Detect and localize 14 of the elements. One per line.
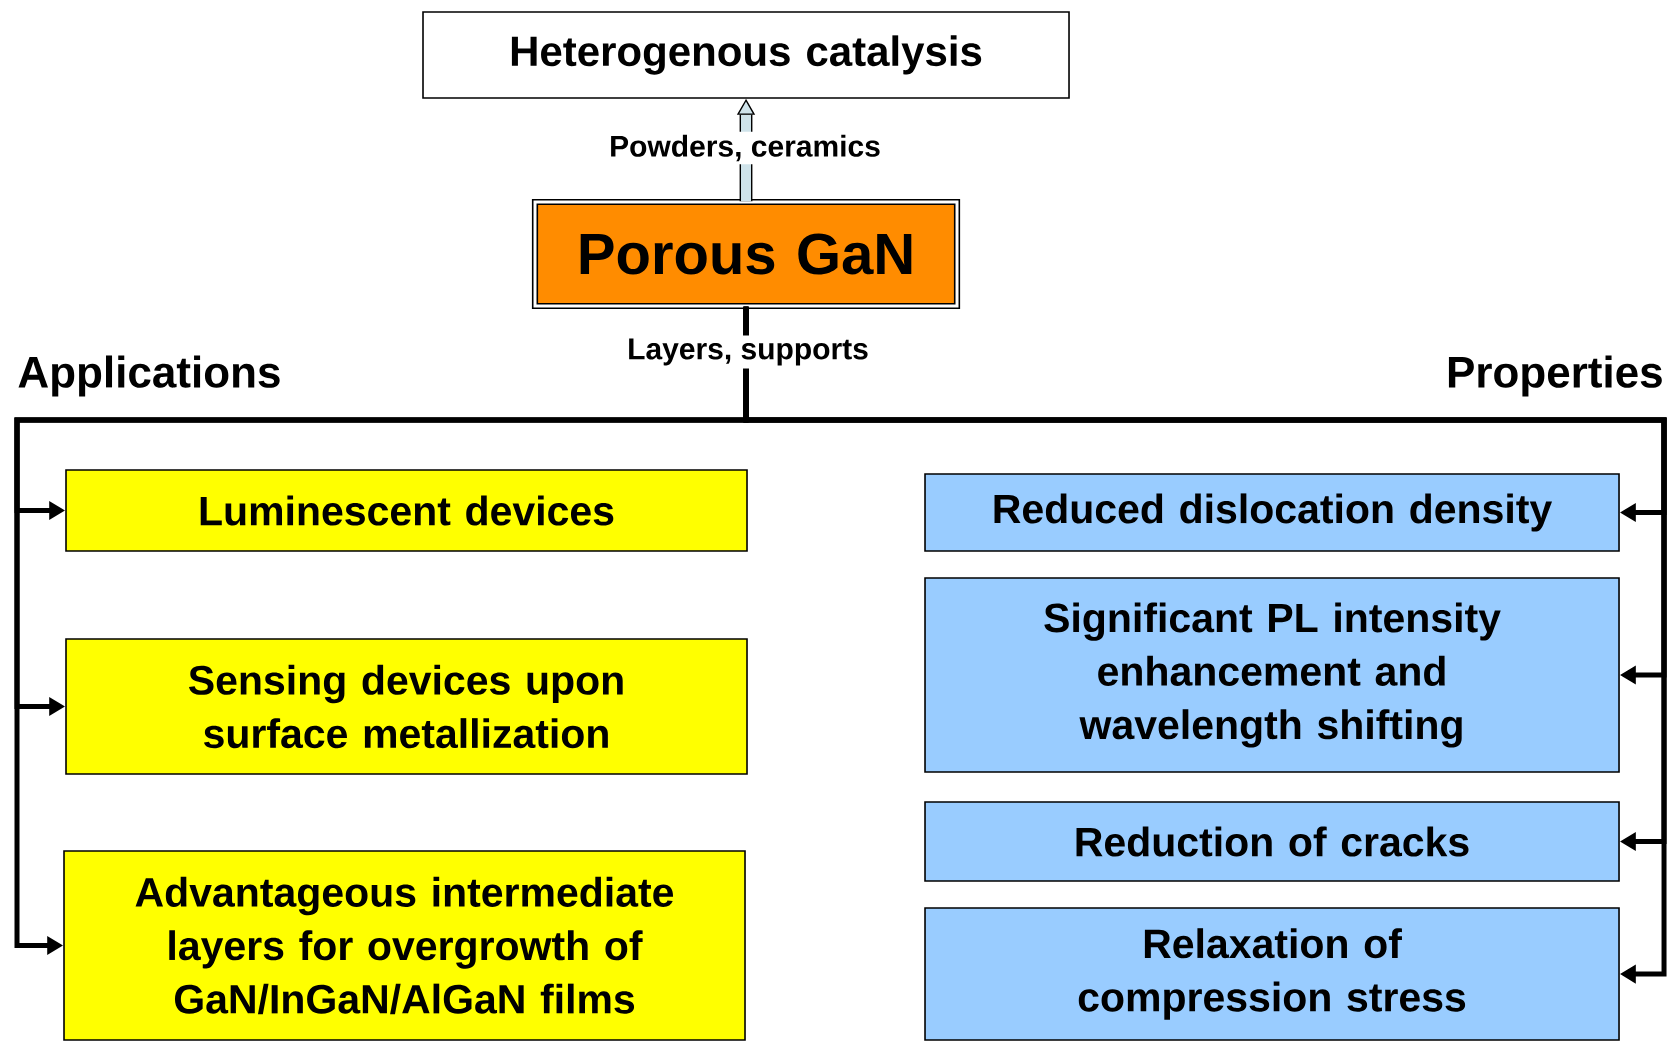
- edge-label: Layers, supports: [629, 338, 868, 366]
- property-box: Significant PL intensity enhancement and wavelength shifting: [924, 577, 1620, 773]
- material-box: Porous GaN: [531, 198, 961, 310]
- application-box: Luminescent devices: [65, 469, 748, 552]
- edge-label: Powders, ceramics: [611, 134, 880, 162]
- title-box: Heterogenous catalysis: [422, 11, 1070, 99]
- property-box: Relaxation of compression stress: [924, 907, 1620, 1041]
- application-box: Sensing devices upon surface metallization: [65, 638, 748, 775]
- arrow: [743, 306, 1667, 984]
- property-box: Reduced dislocation density: [924, 473, 1620, 552]
- section-heading: Applications: [18, 355, 280, 397]
- section-heading: Properties: [1448, 355, 1662, 397]
- property-box: Reduction of cracks: [924, 801, 1620, 882]
- application-box: Advantageous intermediate layers for overgrowth of GaN/InGaN/AlGaN films: [63, 850, 746, 1041]
